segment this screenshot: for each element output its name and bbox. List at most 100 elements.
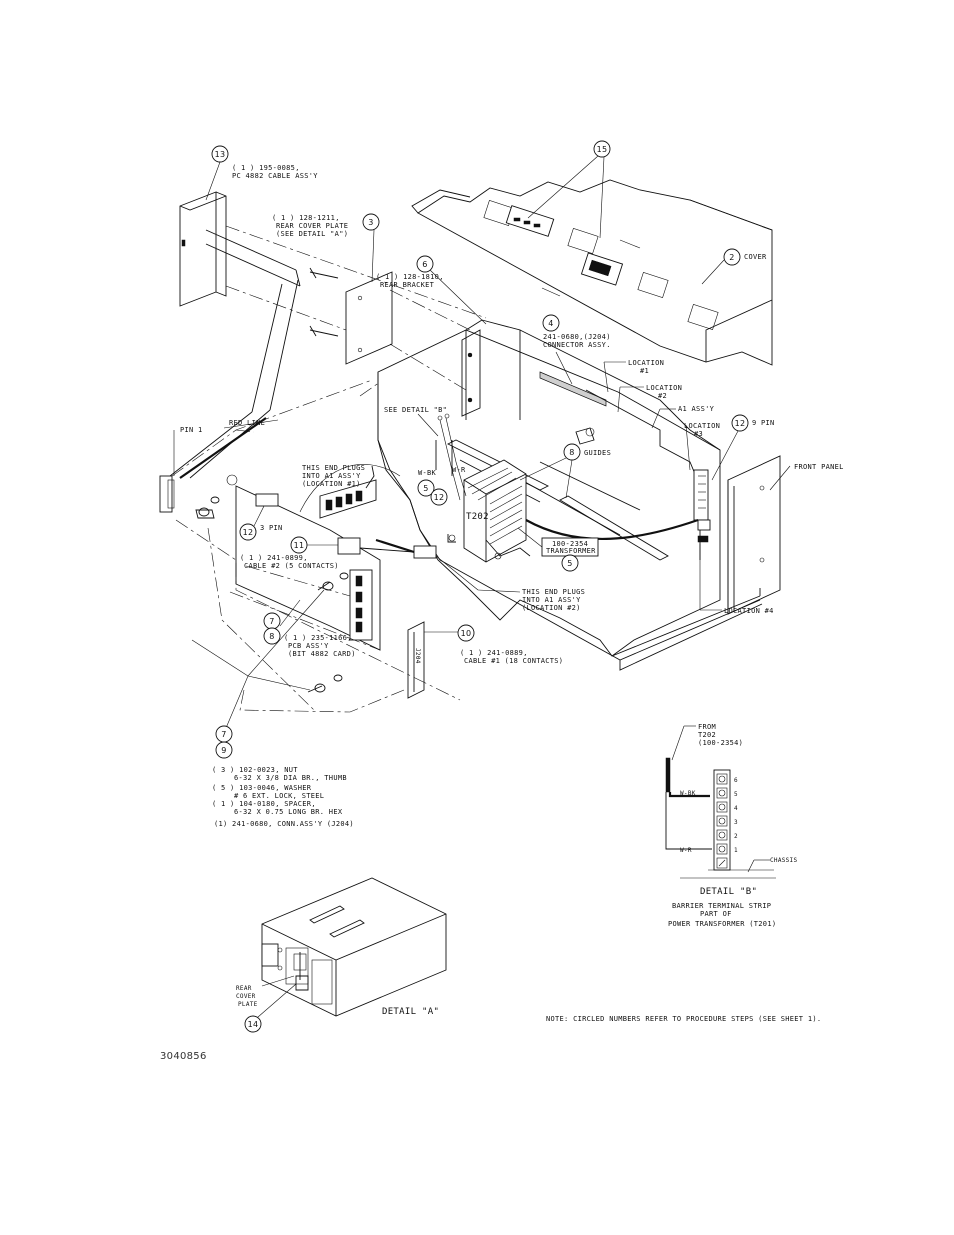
label-location-2-num: #2 — [658, 392, 667, 400]
balloon-12c — [239, 523, 257, 541]
balloon-11-text: 11 — [294, 541, 305, 550]
label-9-pin: 9 PIN — [752, 419, 775, 427]
label-location-4: LOCATION #4 — [724, 607, 774, 615]
label-a1-assy: A1 ASS'Y — [678, 405, 715, 413]
balloon-2-text: 2 — [729, 253, 734, 262]
balloon-10 — [457, 624, 475, 642]
label-plug-a2-1: THIS END PLUGS — [522, 588, 585, 596]
balloon-3 — [362, 213, 380, 231]
label-cover: COVER — [744, 253, 767, 261]
balloon-9 — [215, 741, 233, 759]
label-cable1-name: CABLE #1 (18 CONTACTS) — [464, 657, 563, 665]
label-spacer-spec: 6-32 X 0.75 LONG BR. HEX — [234, 808, 343, 816]
balloon-6-text: 6 — [422, 260, 427, 269]
j204-connector: J204 — [407, 621, 425, 699]
label-nut-qty: ( 3 ) 102-0023, NUT — [212, 766, 298, 774]
terminal-screw-5 — [718, 789, 726, 797]
detail-a-title: DETAIL "A" — [382, 1007, 439, 1017]
label-connector-name: CONNECTOR ASSY. — [543, 341, 611, 349]
label-w-r: W-R — [452, 466, 466, 474]
detail-b-from-part-num: (100-2354) — [698, 739, 743, 747]
label-transformer-name: TRANSFORMER — [546, 547, 596, 555]
detail-a-rear-2: COVER — [236, 993, 256, 1000]
label-front-panel: FRONT PANEL — [794, 463, 844, 471]
label-see-detail-b: SEE DETAIL "B" — [384, 406, 447, 414]
balloon-3-text: 3 — [368, 218, 373, 227]
label-plug-a1-1: THIS END PLUGS — [302, 464, 365, 472]
label-rear-bracket-qty: ( 1 ) 128-1810, — [376, 273, 444, 281]
note-text: NOTE: CIRCLED NUMBERS REFER TO PROCEDURE… — [546, 1015, 821, 1023]
label-cable2-qty: ( 1 ) 241-0899, — [240, 554, 308, 562]
label-red-line: RED LINE — [229, 419, 265, 427]
rear-cover-plate — [309, 267, 393, 365]
terminal-label-3: 3 — [734, 819, 738, 826]
terminal-screw-4 — [718, 803, 726, 811]
label-transformer-part: 100-2354 — [552, 540, 588, 548]
front-panel-part — [727, 455, 781, 615]
label-washer-qty: ( 5 ) 103-0046, WASHER — [212, 784, 312, 792]
balloon-12a-text: 12 — [735, 419, 746, 428]
label-pcb-name: PCB ASS'Y — [288, 642, 329, 650]
terminal-chassis — [716, 857, 728, 869]
terminal-1 — [716, 843, 728, 855]
label-plug-a1-2: INTO A1 ASS'Y — [302, 472, 361, 480]
terminal-label-1: 1 — [734, 847, 738, 854]
balloon-12c-text: 12 — [243, 528, 254, 537]
terminal-label-6: 6 — [734, 777, 738, 784]
label-washer-spec: # 6 EXT. LOCK, STEEL — [234, 792, 324, 800]
terminal-screw-3 — [718, 817, 726, 825]
label-rear-cover-qty: ( 1 ) 128-1211, — [272, 214, 340, 222]
terminal-3 — [716, 815, 728, 827]
terminal-label-4: 4 — [734, 805, 738, 812]
label-conn-assy: (1) 241-0680, CONN.ASS'Y (J204) — [214, 820, 354, 828]
label-rear-bracket-name: REAR BRACKET — [380, 281, 435, 289]
hardware-nuts-washers — [195, 496, 349, 693]
detail-a-rear-3: PLATE — [238, 1001, 258, 1008]
balloon-14 — [244, 1015, 262, 1033]
terminal-6 — [716, 773, 728, 785]
balloon-14-text: 14 — [248, 1020, 259, 1029]
label-t202: T202 — [466, 512, 489, 522]
label-gpib-name: PC 4882 CABLE ASS'Y — [232, 172, 318, 180]
label-rear-cover-name: REAR COVER PLATE — [276, 222, 348, 230]
balloon-12b — [430, 488, 448, 506]
label-cable2-name: CABLE #2 (5 CONTACTS) — [244, 562, 339, 570]
label-gpib-qty: ( 1 ) 195-0085, — [232, 164, 300, 172]
label-guides: GUIDES — [584, 449, 611, 457]
detail-b-from: FROM — [698, 723, 716, 731]
balloon-7b-text: 7 — [221, 730, 226, 739]
cover-part — [411, 179, 773, 366]
label-connector-qty: 241-0680,(J204) — [543, 333, 611, 341]
balloon-10-text: 10 — [461, 629, 472, 638]
balloon-8b-text: 8 — [269, 632, 274, 641]
terminal-screw-1 — [718, 845, 726, 853]
cable2-connector — [299, 464, 437, 559]
label-plug-a1-3: (LOCATION #1) — [302, 480, 361, 488]
terminal-chassis-mark — [718, 859, 726, 867]
balloon-4 — [542, 314, 560, 332]
balloon-9-text: 9 — [221, 746, 226, 755]
detail-b-w-bk: W-BK — [680, 790, 696, 797]
label-cable1-qty: ( 1 ) 241-0889, — [460, 649, 528, 657]
label-pcb-card: (BIT 4882 CARD) — [288, 650, 356, 658]
balloon-8b — [263, 627, 281, 645]
terminal-label-2: 2 — [734, 833, 738, 840]
balloon-8-text: 8 — [569, 448, 574, 457]
chassis-part — [377, 319, 763, 671]
balloon-5b-text: 5 — [567, 559, 572, 568]
terminal-label-5: 5 — [734, 791, 738, 798]
terminal-screw-2 — [718, 831, 726, 839]
label-j204: J204 — [414, 648, 421, 664]
detail-b-w-r: W-R — [680, 847, 692, 854]
label-location-1-num: #1 — [640, 367, 649, 375]
label-plug-a2-3: (LOCATION #2) — [522, 604, 581, 612]
detail-b-sub2: PART OF — [700, 910, 732, 918]
assembly-lines — [171, 225, 487, 713]
balloon-2 — [723, 248, 741, 266]
label-plug-a2-2: INTO A1 ASS'Y — [522, 596, 581, 604]
detail-b-title: DETAIL "B" — [700, 887, 757, 897]
balloon-5b — [561, 554, 579, 572]
balloon-15 — [593, 140, 611, 158]
